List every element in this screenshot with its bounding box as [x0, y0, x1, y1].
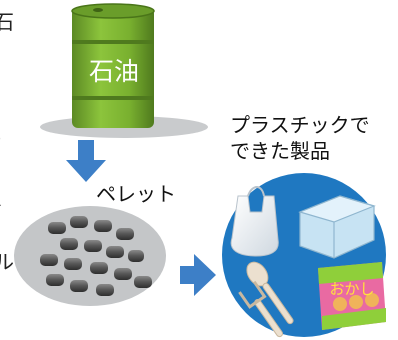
right-arrow-icon	[180, 254, 216, 296]
snack-bag-label: おかし	[329, 280, 374, 298]
plastic-products-icon	[222, 173, 386, 338]
edge-fragment-3: 、	[0, 188, 14, 208]
oil-barrel-icon	[40, 3, 208, 138]
edge-fragment-4: ル	[0, 250, 14, 274]
down-arrow-icon	[66, 140, 106, 182]
products-label-line-2: できた製品	[230, 139, 330, 163]
edge-fragment-2: )	[0, 128, 2, 148]
pellet-label: ペレット	[96, 182, 176, 206]
edge-fragment-1: 石	[0, 10, 14, 34]
barrel-label: 石油	[89, 57, 139, 86]
pellets-icon	[14, 206, 166, 306]
products-label: プラスチックで できた製品	[230, 112, 370, 164]
products-label-line-1: プラスチックで	[230, 113, 370, 137]
